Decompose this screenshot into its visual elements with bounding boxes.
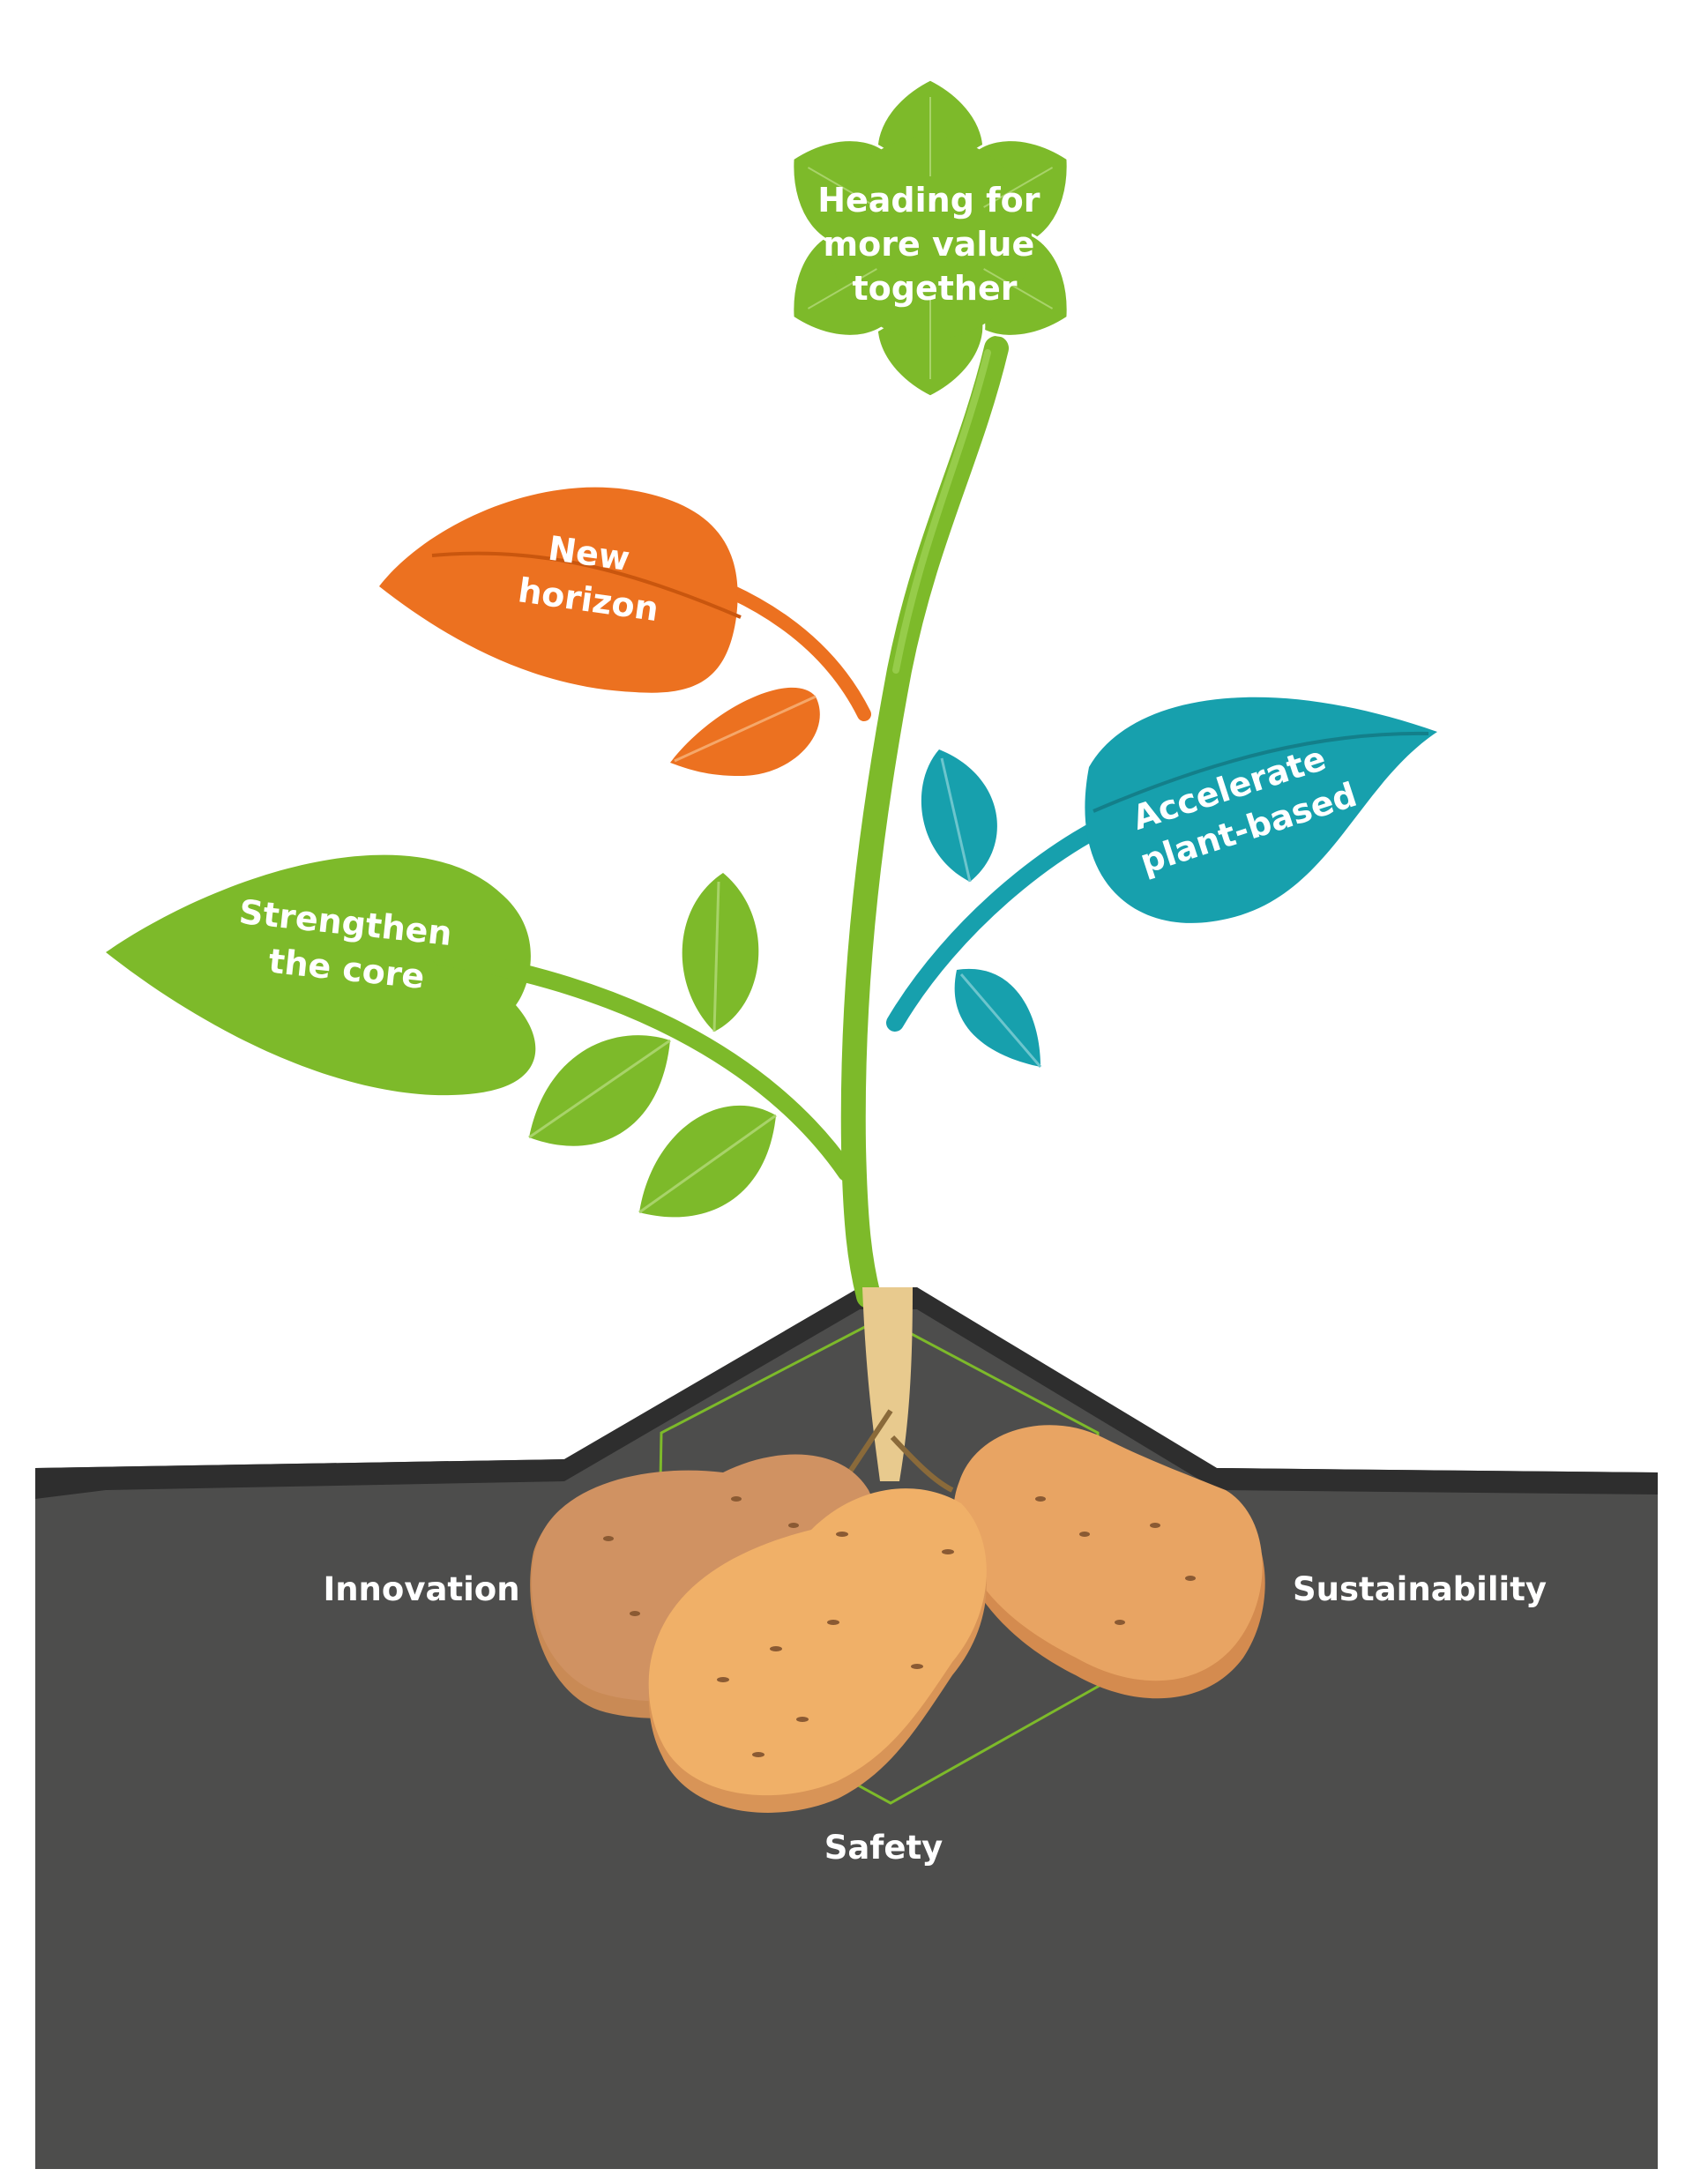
strengthen-branch (432, 948, 855, 1181)
sustainability-label: Sustainability (1293, 1570, 1547, 1608)
potato-center (648, 1488, 987, 1813)
main-stem (840, 336, 1009, 1308)
small-leaf (921, 749, 997, 882)
stem-lighter-stripe (892, 349, 991, 674)
safety-label: Safety (824, 1829, 943, 1867)
framework-hexagon-outline (655, 1316, 1104, 1805)
strengthen-leaf (106, 854, 536, 1096)
small-leaf (529, 1035, 670, 1146)
small-leaf (639, 1105, 776, 1218)
small-leaf (682, 873, 759, 1032)
flower-label: Heading for more value together (817, 181, 1052, 308)
potato-right (953, 1425, 1265, 1699)
small-leaf (670, 687, 820, 776)
new-horizon-leaf-group (379, 487, 871, 776)
flower (791, 78, 1070, 399)
innovation-label: Innovation (323, 1570, 519, 1608)
accelerate-leaf (1085, 697, 1437, 923)
new-horizon-leaf (379, 487, 738, 693)
strengthen-leaf-group (106, 854, 855, 1218)
accelerate-leaf-group (886, 697, 1437, 1068)
